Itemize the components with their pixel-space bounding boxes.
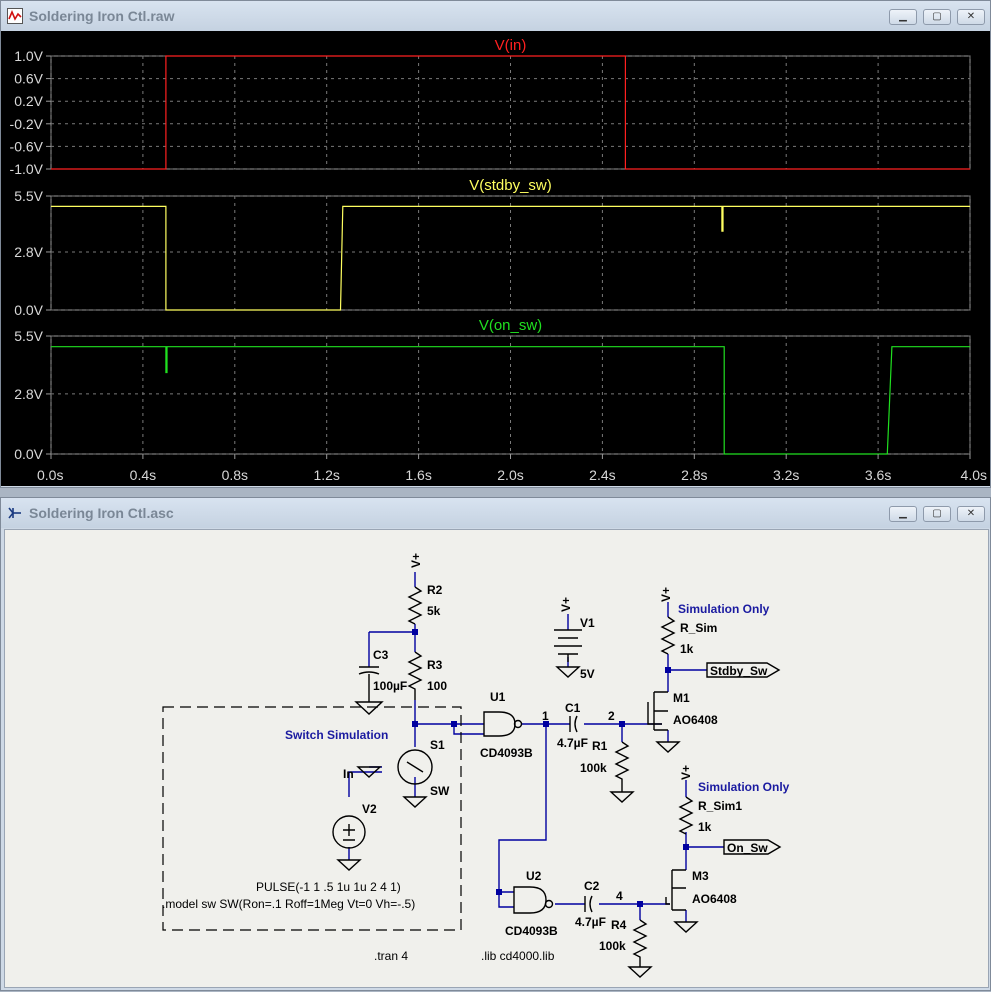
v2-ref: V2 <box>362 802 377 816</box>
net-2-label: 2 <box>608 709 615 723</box>
schematic-window: Soldering Iron Ctl.asc ▁ ▢ ✕ <box>0 497 991 991</box>
minimize-button[interactable]: ▁ <box>889 506 917 522</box>
y-tick-label: 0.6V <box>14 71 43 87</box>
r-sim-ref: R_Sim <box>680 621 717 635</box>
c3-ref: C3 <box>373 648 389 662</box>
trace-label-vin[interactable]: V(in) <box>495 37 527 54</box>
plot-pane-onsw[interactable]: 5.5V 2.8V 0.0V V(on_sw) <box>14 317 971 462</box>
x-tick-label: 3.2s <box>773 467 799 483</box>
x-tick-label: 0.8s <box>222 467 248 483</box>
tran-directive: .tran 4 <box>374 949 408 963</box>
x-tick-label: 2.4s <box>589 467 615 483</box>
trace-vin[interactable] <box>51 55 970 170</box>
m3-ref: M3 <box>692 869 709 883</box>
y-tick-label: 1.0V <box>14 48 43 64</box>
r1-value: 100k <box>580 761 607 775</box>
u2-value: CD4093B <box>505 924 558 938</box>
power-label: V+ <box>559 597 573 612</box>
m1-value: AO6408 <box>673 713 718 727</box>
r2-value: 5k <box>427 604 441 618</box>
waveform-plot-area[interactable]: 1.0V 0.6V 0.2V -0.2V -0.6V -1.0V V(in) 5.5V 2.8V… <box>1 31 990 486</box>
c3-value: 100µF <box>373 679 407 693</box>
y-tick-label: 5.5V <box>14 328 43 344</box>
stdby-sw-port-label: Stdby_Sw <box>710 664 768 678</box>
u2-ref: U2 <box>526 869 542 883</box>
x-tick-label: 4.0s <box>961 467 987 483</box>
pulse-directive: PULSE(-1 1 .5 1u 1u 2 4 1) <box>256 880 401 894</box>
r3-value: 100 <box>427 679 447 693</box>
v1-value: 5V <box>580 667 595 681</box>
x-tick-label: 1.6s <box>405 467 431 483</box>
trace-onsw[interactable] <box>51 346 970 455</box>
waveform-window-title: Soldering Iron Ctl.raw <box>29 8 175 24</box>
x-tick-label: 3.6s <box>865 467 891 483</box>
r2-ref: R2 <box>427 583 443 597</box>
y-tick-label: 2.8V <box>14 244 43 260</box>
power-label: V+ <box>409 553 423 568</box>
minimize-button[interactable]: ▁ <box>889 9 917 25</box>
r4-value: 100k <box>599 939 626 953</box>
waveform-plot[interactable]: 1.0V 0.6V 0.2V -0.2V -0.6V -1.0V V(in) 5.5V 2.8V… <box>1 31 990 486</box>
x-tick-label: 0.0s <box>37 467 63 483</box>
r4-ref: R4 <box>611 918 627 932</box>
schematic-titlebar[interactable]: Soldering Iron Ctl.asc ▁ ▢ ✕ <box>1 498 990 528</box>
model-directive: .model sw SW(Ron=.1 Roff=1Meg Vt=0 Vh=-.… <box>162 897 415 911</box>
schematic-canvas[interactable]: V+ V+ V+ V+ R2 5k R3 100 C3 100µF S1 SW … <box>4 529 989 988</box>
r3-ref: R3 <box>427 658 443 672</box>
trace-label-onsw[interactable]: V(on_sw) <box>479 317 542 334</box>
c1-ref: C1 <box>565 701 581 715</box>
waveform-titlebar[interactable]: Soldering Iron Ctl.raw ▁ ▢ ✕ <box>1 1 990 31</box>
c1-value: 4.7µF <box>557 736 588 750</box>
u1-value: CD4093B <box>480 746 533 760</box>
close-button[interactable]: ✕ <box>957 506 985 522</box>
schematic-window-title: Soldering Iron Ctl.asc <box>29 505 174 521</box>
x-tick-label: 1.2s <box>313 467 339 483</box>
trace-label-stdby[interactable]: V(stdby_sw) <box>469 177 552 194</box>
y-tick-label: -0.2V <box>10 116 44 132</box>
v1-ref: V1 <box>580 616 595 630</box>
c2-ref: C2 <box>584 879 600 893</box>
s1-value: SW <box>430 784 450 798</box>
r-sim-value: 1k <box>680 642 694 656</box>
x-tick-label: 2.8s <box>681 467 707 483</box>
net-1-label: 1 <box>542 709 549 723</box>
plot-pane-vin[interactable]: 1.0V 0.6V 0.2V -0.2V -0.6V -1.0V V(in) <box>10 37 971 177</box>
r-sim1-value: 1k <box>698 820 712 834</box>
simulation-only-note: Simulation Only <box>698 780 790 794</box>
y-tick-label: 0.0V <box>14 302 43 318</box>
close-button[interactable]: ✕ <box>957 9 985 25</box>
lib-directive: .lib cd4000.lib <box>481 949 555 963</box>
power-label: V+ <box>679 765 693 780</box>
y-tick-label: -0.6V <box>10 138 44 154</box>
net-4-label: 4 <box>616 889 623 903</box>
plot-pane-stdby[interactable]: 5.5V 2.8V 0.0V V(stdby_sw) <box>14 177 971 318</box>
y-tick-label: 0.0V <box>14 446 43 462</box>
switch-simulation-note: Switch Simulation <box>285 728 388 742</box>
r-sim1-ref: R_Sim1 <box>698 799 742 813</box>
s1-ref: S1 <box>430 738 445 752</box>
on-sw-port-label: On_Sw <box>727 841 768 855</box>
x-tick-label: 2.0s <box>497 467 523 483</box>
restore-button[interactable]: ▢ <box>923 506 951 522</box>
simulation-only-note: Simulation Only <box>678 602 770 616</box>
waveform-icon <box>7 8 23 24</box>
restore-button[interactable]: ▢ <box>923 9 951 25</box>
u1-ref: U1 <box>490 690 506 704</box>
power-label: V+ <box>659 587 673 602</box>
r1-ref: R1 <box>592 739 608 753</box>
in-net-label: In <box>343 767 354 781</box>
x-tick-label: 0.4s <box>130 467 156 483</box>
y-tick-label: -1.0V <box>10 161 44 177</box>
m3-value: AO6408 <box>692 892 737 906</box>
schematic-drawing[interactable]: V+ V+ V+ V+ R2 5k R3 100 C3 100µF S1 SW … <box>5 530 988 987</box>
y-tick-label: 2.8V <box>14 386 43 402</box>
y-tick-label: 5.5V <box>14 188 43 204</box>
waveform-window: Soldering Iron Ctl.raw ▁ ▢ ✕ 1.0V 0.6V 0.2… <box>0 0 991 488</box>
c2-value: 4.7µF <box>575 915 606 929</box>
schematic-icon <box>8 507 21 519</box>
m1-ref: M1 <box>673 691 690 705</box>
trace-stdby[interactable] <box>51 205 970 311</box>
y-tick-label: 0.2V <box>14 93 43 109</box>
